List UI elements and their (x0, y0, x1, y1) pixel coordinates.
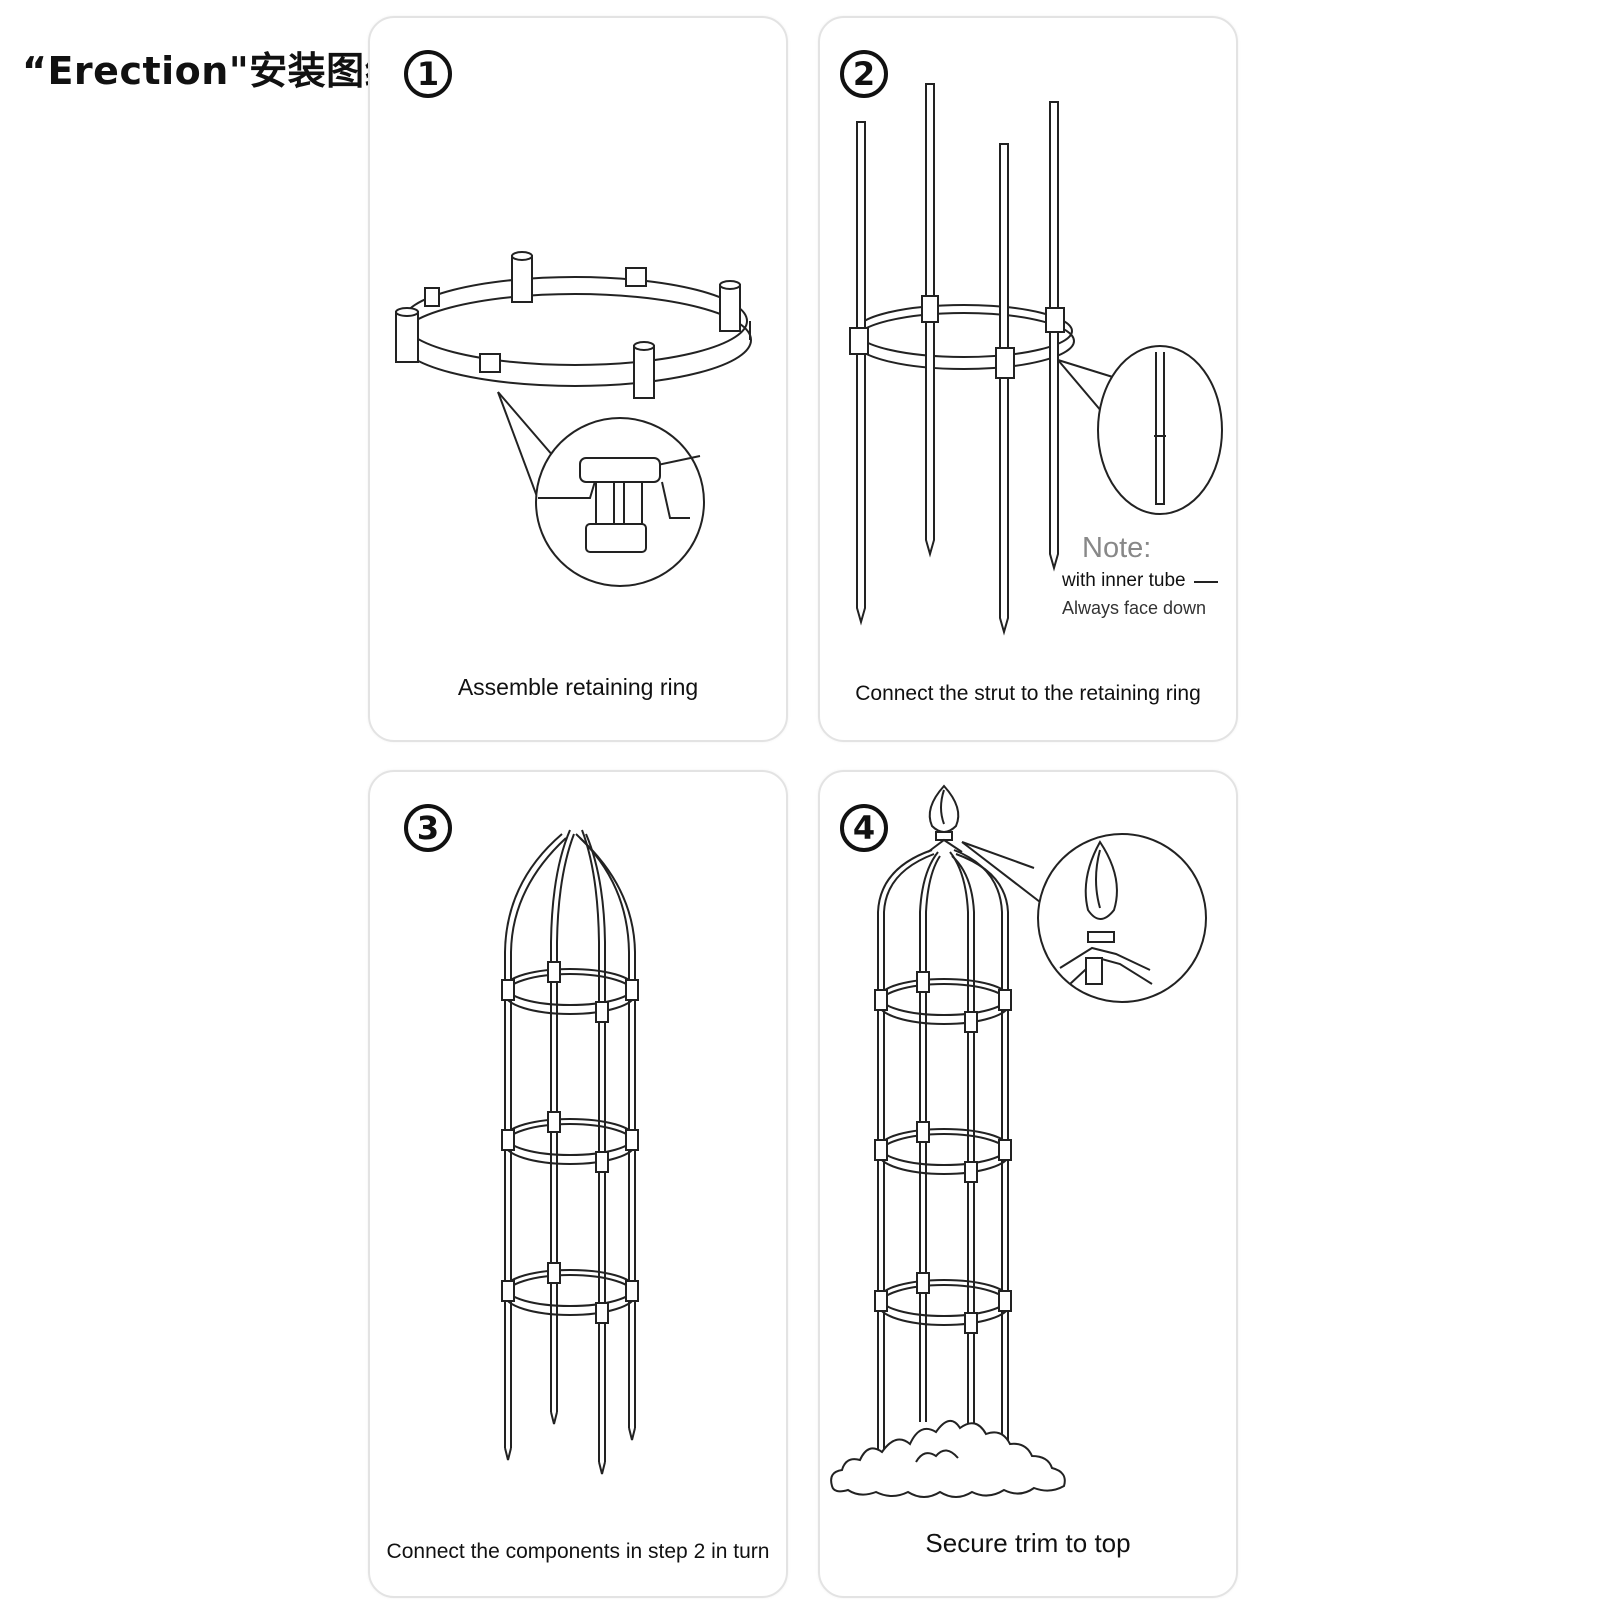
step-1-caption: Assemble retaining ring (457, 674, 699, 700)
retaining-ring-illustration (395, 251, 752, 587)
step-4-number: 4 (840, 804, 888, 852)
step-3-number: 3 (404, 804, 452, 852)
step-2-panel: 2 Note: with inner tube Always face down (818, 16, 1238, 742)
step-4-caption: Secure trim to top (925, 1528, 1131, 1558)
step-2-number: 2 (840, 50, 888, 98)
finished-frame-illustration (830, 784, 1207, 1498)
step-1-number: 1 (404, 50, 452, 98)
page-title: “Erection"安装图纸 (22, 49, 404, 93)
note-line-2: Always face down (1062, 598, 1207, 618)
step-4-panel: 4 (818, 770, 1238, 1598)
step-1-panel: 1 (368, 16, 788, 742)
step-3-caption: Connect the components in step 2 in turn (386, 1540, 770, 1563)
note-line-1: with inner tube (1062, 570, 1186, 591)
step-3-panel: 3 (368, 770, 788, 1598)
step-2-caption: Connect the strut to the retaining ring (855, 682, 1201, 705)
assembled-frame-illustration (501, 829, 639, 1475)
strut-ring-illustration (849, 83, 1223, 636)
note-heading: Note: (1082, 532, 1152, 564)
